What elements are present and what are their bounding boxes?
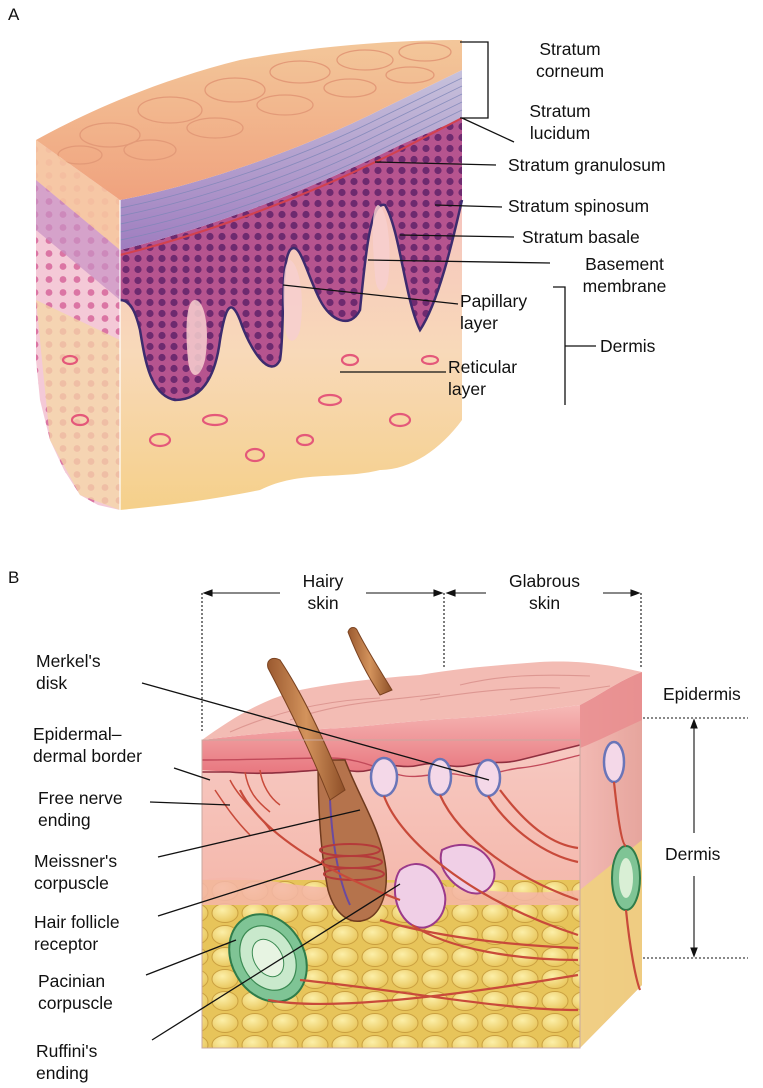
bracket-dermis [553,287,565,405]
label-hairy-skin: Hairy skin [281,570,365,614]
panel-a-illustration [36,40,462,510]
label-reticular-layer: Reticular layer [448,356,517,400]
panel-a-letter: A [8,5,19,25]
label-dermis-b: Dermis [665,843,720,865]
bracket-stratum-corneum [460,42,488,118]
panel-b-illustration [202,628,642,1049]
label-dermis-a: Dermis [600,335,655,357]
label-glabrous-skin: Glabrous skin [486,570,603,614]
label-stratum-corneum: Stratum corneum [515,38,625,82]
label-merkels-disk: Merkel's disk [36,650,101,694]
label-meissners-corpuscle: Meissner's corpuscle [34,850,117,894]
label-stratum-lucidum: Stratum lucidum [510,100,610,144]
label-epidermis: Epidermis [663,683,741,705]
leader-stratum-lucidum [462,118,514,142]
label-papillary-layer: Papillary layer [460,290,527,334]
label-basement-membrane: Basement membrane [552,253,697,297]
label-epidermal-dermal-border: Epidermal– dermal border [33,723,142,767]
label-free-nerve-ending: Free nerve ending [38,787,123,831]
label-stratum-basale: Stratum basale [522,226,640,248]
label-ruffinis-ending: Ruffini's ending [36,1040,97,1084]
label-pacinian-corpuscle: Pacinian corpuscle [38,970,113,1014]
label-stratum-granulosum: Stratum granulosum [508,154,666,176]
panel-b-letter: B [8,568,19,588]
label-hair-follicle-receptor: Hair follicle receptor [34,911,120,955]
label-stratum-spinosum: Stratum spinosum [508,195,649,217]
